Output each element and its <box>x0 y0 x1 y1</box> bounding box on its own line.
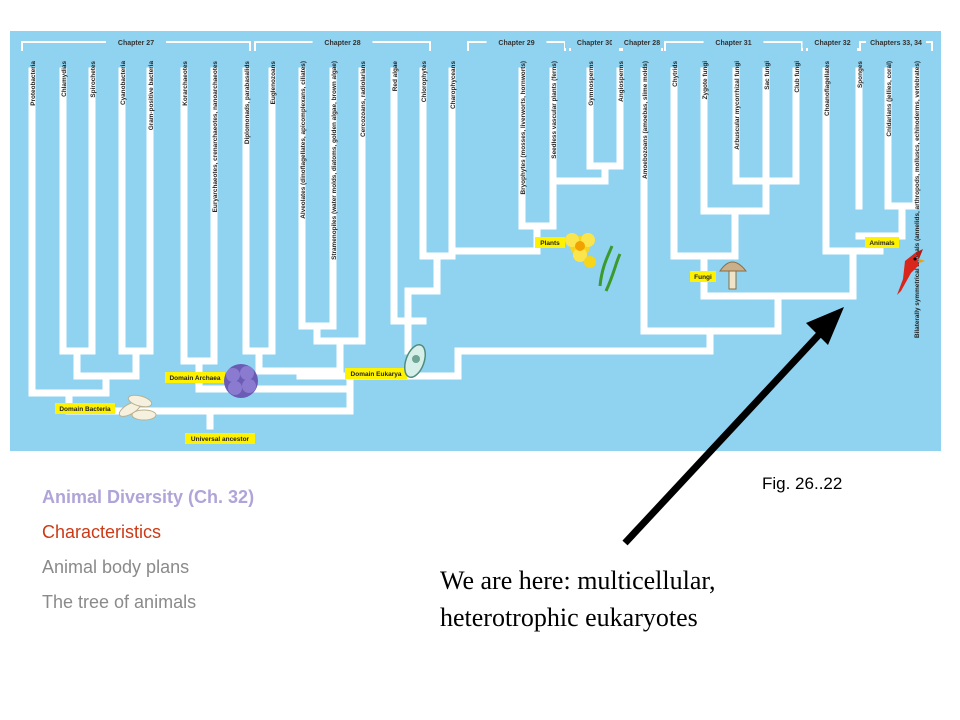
leaf-label: Bryophytes (mosses, liverworts, hornwort… <box>520 61 527 195</box>
clade-label-text: Animals <box>869 240 895 247</box>
leaf-label: Chlorophytes <box>421 61 428 103</box>
pointer-arrow <box>622 307 844 546</box>
leaf-label: Cnidarians (jellies, coral) <box>886 61 893 137</box>
clade-label-box <box>690 271 716 282</box>
clade-label-box <box>185 433 255 444</box>
leaf-label: Euryarchaeotes, crenarchaeotes, nanoarch… <box>212 61 219 213</box>
clade-label-animals: Animals <box>865 237 899 248</box>
leaf-label: Spirochetes <box>90 61 97 98</box>
bacteria-cells-icon <box>118 394 157 421</box>
callout-line-1: We are here: multicellular, <box>440 566 716 595</box>
leaf-label: Sponges <box>857 61 864 88</box>
leaf-label: Chlamydias <box>61 61 68 97</box>
leaf-label: Chytrids <box>672 61 679 87</box>
chapter-label: Chapter 29 <box>498 40 534 47</box>
clade-label-text: Domain Eukarya <box>351 371 402 378</box>
leaf-label: Cercozoans, radiolarians <box>360 61 367 137</box>
clade-label-fungi: Fungi <box>690 271 716 282</box>
chapter-label-bg <box>312 36 373 48</box>
daffodil-icon <box>565 233 622 292</box>
chapter-label-bg <box>866 36 926 48</box>
leaf-label: Sac fungi <box>764 61 771 90</box>
outline-title: Animal Diversity (Ch. 32) <box>42 487 255 507</box>
clade-label-text: Universal ancestor <box>191 436 250 443</box>
we-are-here-callout: We are here: multicellular, heterotrophi… <box>440 562 860 636</box>
chapter-label-bg <box>486 36 547 48</box>
leaf-label: Bilaterally symmetrical animals (annelid… <box>914 61 921 338</box>
clade-label-box <box>345 368 407 379</box>
leaf-label: Zygote fungi <box>702 61 709 100</box>
chapter-label: Chapters 33, 34 <box>870 40 922 47</box>
leaf-label: Alveolates (dinoflagellates, apicomplexa… <box>300 61 307 219</box>
organism-illustrations <box>118 233 925 421</box>
leaf-labels: Proteobacteria Chlamydias Spirochetes Cyano… <box>30 61 921 338</box>
clade-label-ancestor: Universal ancestor <box>185 433 255 444</box>
clade-label-text: Domain Archaea <box>169 375 220 382</box>
chapter-label: Chapter 28 <box>624 40 660 47</box>
clade-label-box <box>165 372 225 383</box>
clade-label-text: Domain Bacteria <box>59 406 111 413</box>
leaf-label: Club fungi <box>794 61 801 93</box>
leaf-label: Arbuscular mycorrhizal fungi <box>734 61 741 150</box>
branches <box>28 67 920 430</box>
clade-label-box <box>55 403 115 414</box>
chapter-label: Chapter 32 <box>814 40 850 47</box>
chapter-label: Chapter 28 <box>324 40 360 47</box>
figure-reference: Fig. 26..22 <box>762 474 843 493</box>
leaf-label: Seedless vascular plants (ferns) <box>551 61 558 159</box>
chapter-label: Chapter 27 <box>118 40 154 47</box>
leaf-label: Korarchaeotes <box>182 61 189 106</box>
archaea-cluster-icon <box>224 364 258 398</box>
leaf-label: Charophyceans <box>450 61 457 109</box>
cardinal-bird-icon <box>897 249 925 295</box>
leaf-label: Choanoflagellates <box>824 61 831 116</box>
leaf-label: Proteobacteria <box>30 61 37 106</box>
protist-cell-icon <box>403 343 427 379</box>
leaf-label: Angiosperms <box>618 61 625 102</box>
clade-label-text: Fungi <box>694 274 712 281</box>
clade-label-text: Plants <box>540 240 560 247</box>
clade-label-archaea: Domain Archaea <box>165 372 225 383</box>
lecture-outline: Animal Diversity (Ch. 32) Characteristic… <box>42 480 254 620</box>
phylogenetic-tree: Chapter 27 Chapter 28 Chapter 29 Chapter 30… <box>10 31 941 451</box>
chapter-label-bg <box>802 36 863 48</box>
clade-labels: Domain Bacteria Domain Archaea Domain Euka… <box>55 237 899 444</box>
leaf-label: Diplomonads, parabasalids <box>244 61 251 145</box>
chapter-label: Chapter 31 <box>715 40 751 47</box>
outline-item-characteristics: Characteristics <box>42 522 162 542</box>
outline-item-tree-of-animals: The tree of animals <box>42 592 197 612</box>
clade-label-box <box>865 237 899 248</box>
chapter-label: Chapter 30 <box>577 40 613 47</box>
chapter-label-bg <box>565 36 625 48</box>
clade-label-box <box>535 237 565 248</box>
chapter-label-bg <box>612 36 672 48</box>
leaf-label: Gymnosperms <box>588 61 595 106</box>
clade-label-bacteria: Domain Bacteria <box>55 403 115 414</box>
leaf-label: Cyanobacteria <box>120 61 127 105</box>
chapter-label-bg <box>106 36 166 48</box>
clade-label-plants: Plants <box>535 237 565 248</box>
leaf-label: Gram-positive bacteria <box>148 61 155 131</box>
mushroom-icon <box>719 261 748 290</box>
outline-item-body-plans: Animal body plans <box>42 557 190 577</box>
chapter-bars: Chapter 27 Chapter 28 Chapter 29 Chapter 30… <box>21 36 933 51</box>
leaf-label: Amoebozoans (amoebas, slime molds) <box>642 61 649 179</box>
leaf-label: Stramenopiles (water molds, diatoms, gol… <box>331 61 338 260</box>
leaf-label: Euglenozoans <box>270 61 277 105</box>
leaf-label: Red algae <box>392 61 399 92</box>
callout-line-2: heterotrophic eukaryotes <box>440 603 698 632</box>
chapter-label-bg <box>703 36 764 48</box>
clade-label-eukarya: Domain Eukarya <box>345 368 407 379</box>
